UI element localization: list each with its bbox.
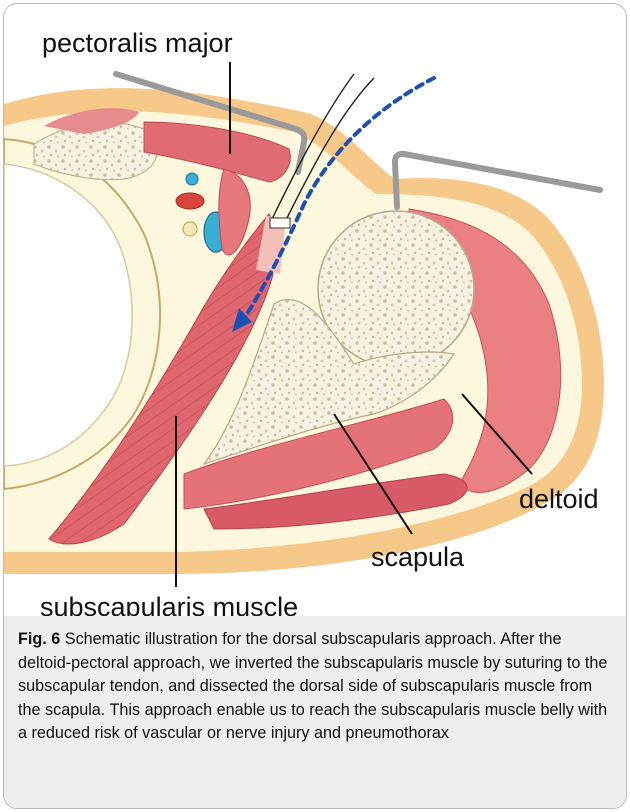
scapula-label: scapula: [371, 542, 464, 573]
figure-caption: Fig. 6 Schematic illustration for the do…: [18, 628, 612, 746]
suture-knot: [270, 218, 290, 228]
anatomy-illustration: [4, 4, 626, 616]
artery: [176, 193, 204, 209]
pectoralis-major-label: pectoralis major: [42, 28, 233, 59]
caption-text: Schematic illustration for the dorsal su…: [18, 630, 607, 742]
figure-panel: pectoralis major deltoid scapula subscap…: [3, 3, 627, 809]
figure-number: Fig. 6: [18, 630, 60, 648]
deltoid-label: deltoid: [519, 484, 599, 515]
nerve: [183, 222, 197, 236]
vein-small: [186, 173, 198, 185]
humeral-head: [318, 211, 474, 367]
figure-caption-box: Fig. 6 Schematic illustration for the do…: [4, 616, 626, 808]
